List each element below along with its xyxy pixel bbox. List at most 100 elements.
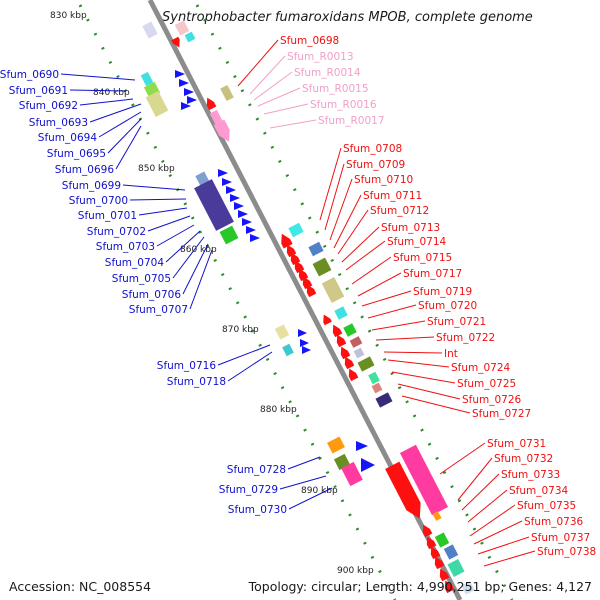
gene-arrow: [286, 244, 297, 258]
gene-arrow: [230, 194, 240, 202]
left-gene-label: Sfum_0690: [0, 69, 59, 81]
left-gene-label: Sfum_0695: [47, 148, 106, 160]
right-gene-label: Sfum_0712: [370, 205, 429, 217]
gene-arrow: [306, 284, 317, 298]
gene-arrow: [187, 96, 197, 104]
right-label-leader: [263, 103, 309, 115]
left-label-leader: [189, 249, 213, 310]
right-label-leader: [253, 71, 293, 101]
right-gene-label: Sfum_0727: [472, 408, 531, 420]
gene-block: [371, 382, 383, 394]
right-gene-label: Sfum_R0017: [318, 115, 385, 127]
right-gene-label: Sfum_R0015: [302, 83, 369, 95]
left-gene-label: Sfum_0730: [228, 504, 287, 516]
gene-block: [282, 343, 294, 357]
gene-block: [399, 444, 449, 516]
gene-arrow: [426, 536, 437, 550]
gene-arrow: [340, 346, 351, 360]
right-gene-label: Sfum_0711: [363, 190, 422, 202]
gene-arrow: [430, 546, 441, 560]
gene-block: [461, 581, 475, 595]
gene-block: [312, 257, 332, 277]
right-label-leader: [467, 489, 508, 523]
left-gene-label: Sfum_0700: [69, 195, 128, 207]
gene-arrow: [422, 524, 433, 538]
right-gene-label: Sfum_R0016: [310, 99, 377, 111]
right-gene-label: Sfum_0719: [413, 286, 472, 298]
left-label-leader: [172, 236, 205, 279]
right-gene-label: Sfum_0725: [457, 378, 516, 390]
left-label-leader: [129, 198, 187, 201]
left-gene-label: Sfum_0703: [96, 241, 155, 253]
right-label-leader: [397, 383, 461, 400]
gene-block: [443, 544, 459, 560]
gene-block: [343, 323, 357, 337]
gene-arrow: [175, 70, 185, 78]
right-gene-label: Sfum_R0013: [287, 51, 354, 63]
right-gene-label: Sfum_0731: [487, 438, 546, 450]
right-label-leader: [357, 272, 402, 297]
right-label-leader: [341, 226, 380, 263]
right-label-leader: [319, 147, 342, 221]
kbp-marker: 840 kbp: [93, 88, 130, 98]
left-gene-label: Sfum_0692: [19, 100, 78, 112]
gene-arrow: [385, 461, 421, 519]
gene-block: [334, 306, 348, 320]
right-gene-label: Sfum_0721: [427, 316, 486, 328]
gene-arrow: [222, 178, 232, 186]
left-gene-label: Sfum_0718: [167, 376, 226, 388]
left-gene-label: Sfum_0728: [227, 464, 286, 476]
gene-arrow: [348, 368, 359, 382]
gene-arrow: [238, 210, 248, 218]
left-label-leader: [288, 487, 333, 510]
gene-arrow: [361, 458, 375, 472]
right-label-leader: [387, 359, 450, 368]
topology-text: Topology: circular; Length: 4,990,251 bp…: [248, 579, 592, 594]
gene-arrow: [444, 580, 455, 594]
left-label-leader: [138, 207, 188, 216]
gene-arrow: [171, 36, 180, 48]
gene-arrow: [336, 334, 347, 348]
left-tick-track: [78, 4, 397, 600]
gene-block: [184, 31, 196, 43]
right-label-leader: [483, 550, 536, 567]
right-label-leader: [383, 351, 443, 354]
right-label-leader: [329, 178, 353, 241]
left-label-leader: [156, 224, 195, 247]
gene-block: [209, 109, 223, 125]
gene-arrow: [226, 186, 236, 194]
gene-block: [308, 241, 324, 257]
left-label-leader: [89, 103, 142, 123]
gene-arrow: [294, 260, 305, 274]
accession-text: Accession: NC_008554: [9, 579, 152, 594]
gene-arrow: [218, 169, 228, 177]
gene-arrow: [213, 119, 230, 142]
gene-arrow: [439, 568, 450, 582]
gene-block: [220, 84, 234, 102]
left-gene-label: Sfum_0704: [105, 257, 165, 269]
gene-block: [434, 532, 450, 548]
right-label-leader: [477, 536, 530, 555]
gene-arrow: [302, 346, 311, 354]
kbp-marker: 900 kbp: [337, 566, 374, 576]
gene-block: [357, 356, 375, 372]
right-gene-label: Sfum_R0014: [294, 67, 361, 79]
gene-arrow: [302, 276, 313, 290]
right-gene-label: Int: [444, 348, 458, 360]
gene-block: [288, 222, 304, 238]
right-label-leader: [457, 457, 493, 501]
right-label-leader: [375, 336, 435, 341]
right-gene-label: Sfum_0735: [517, 500, 576, 512]
gene-arrow: [206, 97, 217, 111]
right-gene-label: Sfum_0737: [531, 532, 590, 544]
gene-arrow: [290, 252, 301, 266]
right-label-leader: [361, 290, 412, 307]
left-label-leader: [217, 344, 271, 366]
gene-block: [219, 225, 239, 245]
gene-block: [194, 179, 234, 231]
right-gene-label: Sfum_0714: [387, 236, 447, 248]
left-label-leader: [287, 456, 321, 470]
gene-arrow: [356, 441, 368, 451]
right-gene-label: Sfum_0733: [501, 469, 560, 481]
